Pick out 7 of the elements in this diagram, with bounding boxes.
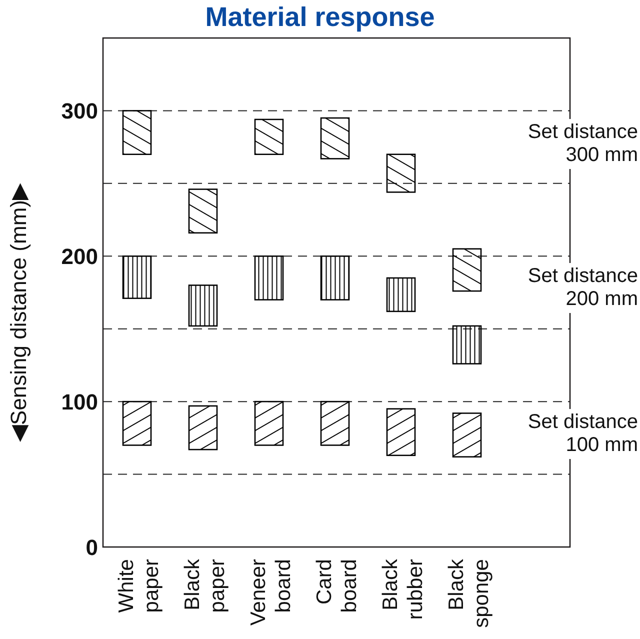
tick-label: 0 (86, 535, 98, 560)
tick-label: 300 (61, 98, 98, 124)
tick-label: 100 (61, 390, 98, 415)
chart-title: Material response (204, 1, 436, 34)
category-label: White paper (115, 559, 163, 613)
tick-label: 200 (61, 244, 98, 270)
axis-title: ◀Sensing distance (mm)▶ (6, 183, 31, 442)
